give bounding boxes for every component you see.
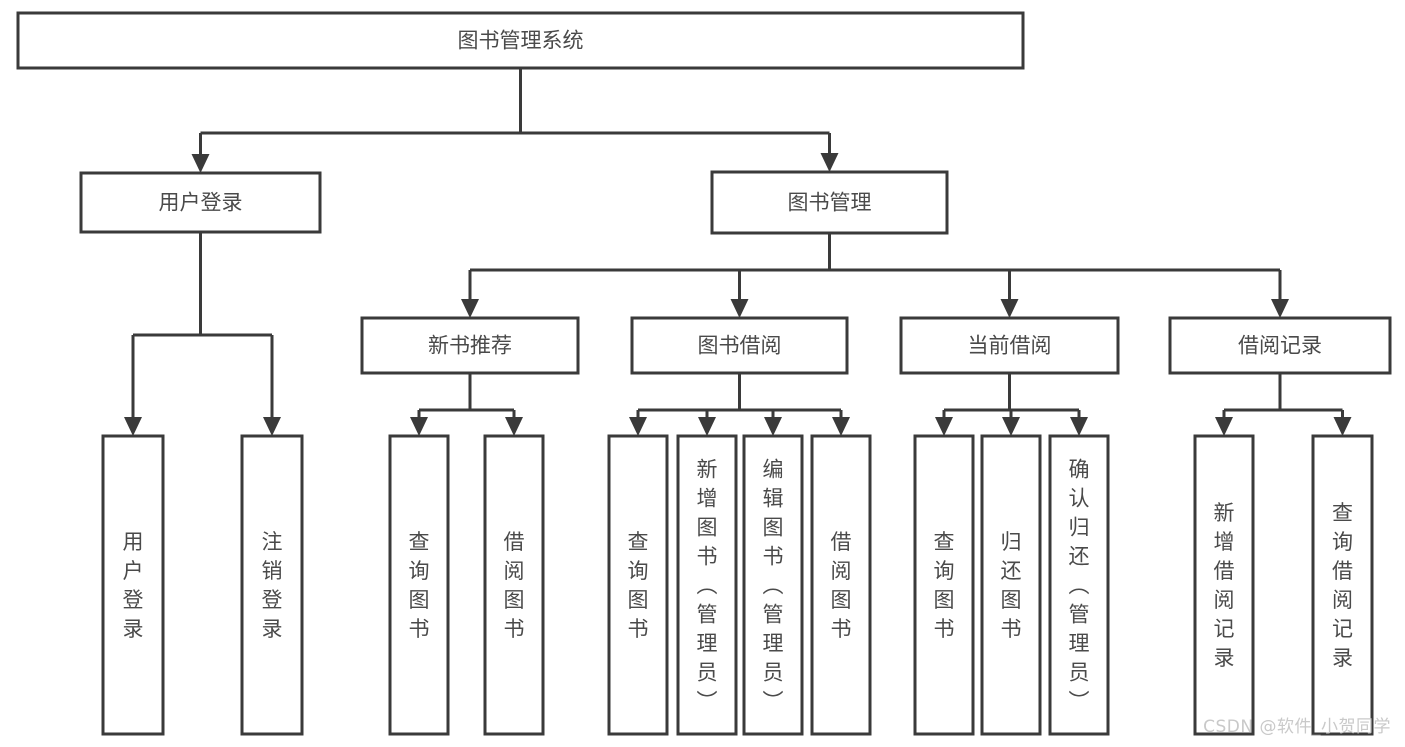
- node-label-book-management: 图书管理: [788, 191, 872, 215]
- arrow-head-icon: [461, 299, 479, 318]
- arrow-head-icon: [1333, 417, 1352, 436]
- node-label-borrow-book-1: 借阅图书: [504, 530, 525, 641]
- node-box-add-borrow-record[interactable]: [1193, 434, 1255, 736]
- node-box-user-login-do[interactable]: [101, 434, 165, 736]
- node-box-user-login[interactable]: [79, 171, 322, 234]
- node-box-borrow-records[interactable]: [1168, 316, 1392, 375]
- arrow-head-icon: [410, 417, 428, 436]
- arrow-head-icon: [832, 417, 850, 436]
- node-box-query-book-2[interactable]: [607, 434, 669, 736]
- node-label-edit-book-admin: 编辑图书︵管理员︶: [763, 458, 784, 714]
- node-label-user-login: 用户登录: [159, 191, 243, 215]
- arrow-head-icon: [1000, 299, 1019, 318]
- node-label-query-borrow-record: 查询借阅记录: [1332, 501, 1353, 670]
- node-label-borrow-records: 借阅记录: [1238, 334, 1322, 358]
- arrow-head-icon: [764, 417, 782, 436]
- arrow-head-icon: [124, 417, 142, 436]
- node-label-current-borrow: 当前借阅: [968, 334, 1052, 358]
- node-label-root: 图书管理系统: [458, 29, 584, 53]
- arrow-head-icon: [505, 417, 523, 436]
- arrow-head-icon: [1271, 299, 1289, 318]
- node-box-query-borrow-record[interactable]: [1311, 434, 1374, 736]
- connectors-layer: [124, 68, 1352, 436]
- node-box-add-book-admin[interactable]: [676, 434, 738, 736]
- node-box-user-logout[interactable]: [240, 434, 304, 736]
- arrow-head-icon: [1215, 417, 1233, 436]
- node-label-borrow-book-2: 借阅图书: [831, 530, 852, 641]
- node-box-root[interactable]: [16, 11, 1025, 70]
- arrow-head-icon: [263, 417, 281, 436]
- node-box-book-management[interactable]: [710, 170, 949, 235]
- arrow-head-icon: [935, 417, 953, 436]
- arrow-head-icon: [698, 417, 716, 436]
- node-box-current-borrow[interactable]: [899, 316, 1120, 375]
- node-label-user-login-do: 用户登录: [123, 530, 144, 641]
- node-label-add-book-admin: 新增图书︵管理员︶: [697, 458, 718, 714]
- arrow-head-icon: [820, 153, 839, 172]
- node-label-query-book-2: 查询图书: [628, 530, 649, 641]
- arrow-head-icon: [1002, 417, 1020, 436]
- node-box-return-book[interactable]: [980, 434, 1042, 736]
- arrow-head-icon: [191, 154, 210, 173]
- node-box-new-book-recommend[interactable]: [360, 316, 580, 375]
- arrow-head-icon: [730, 299, 749, 318]
- node-box-edit-book-admin[interactable]: [742, 434, 804, 736]
- node-label-add-borrow-record: 新增借阅记录: [1214, 501, 1235, 670]
- node-label-query-book-1: 查询图书: [409, 530, 430, 641]
- node-label-query-book-3: 查询图书: [934, 530, 955, 641]
- node-label-user-logout: 注销登录: [262, 530, 283, 641]
- node-box-book-borrow[interactable]: [630, 316, 849, 375]
- node-label-confirm-return-admin: 确认归还︵管理员︶: [1069, 458, 1090, 714]
- node-box-query-book-3[interactable]: [913, 434, 975, 736]
- node-label-new-book-recommend: 新书推荐: [428, 334, 512, 358]
- arrow-head-icon: [1070, 417, 1088, 436]
- node-box-borrow-book-1[interactable]: [483, 434, 545, 736]
- arrow-head-icon: [629, 417, 647, 436]
- node-box-query-book-1[interactable]: [388, 434, 450, 736]
- node-box-confirm-return-admin[interactable]: [1048, 434, 1110, 736]
- node-label-book-borrow: 图书借阅: [698, 334, 782, 358]
- nodes-layer: 图书管理系统用户登录用户登录注销登录图书管理新书推荐查询图书借阅图书图书借阅查询…: [16, 11, 1392, 736]
- node-label-return-book: 归还图书: [1001, 530, 1022, 641]
- node-box-borrow-book-2[interactable]: [810, 434, 872, 736]
